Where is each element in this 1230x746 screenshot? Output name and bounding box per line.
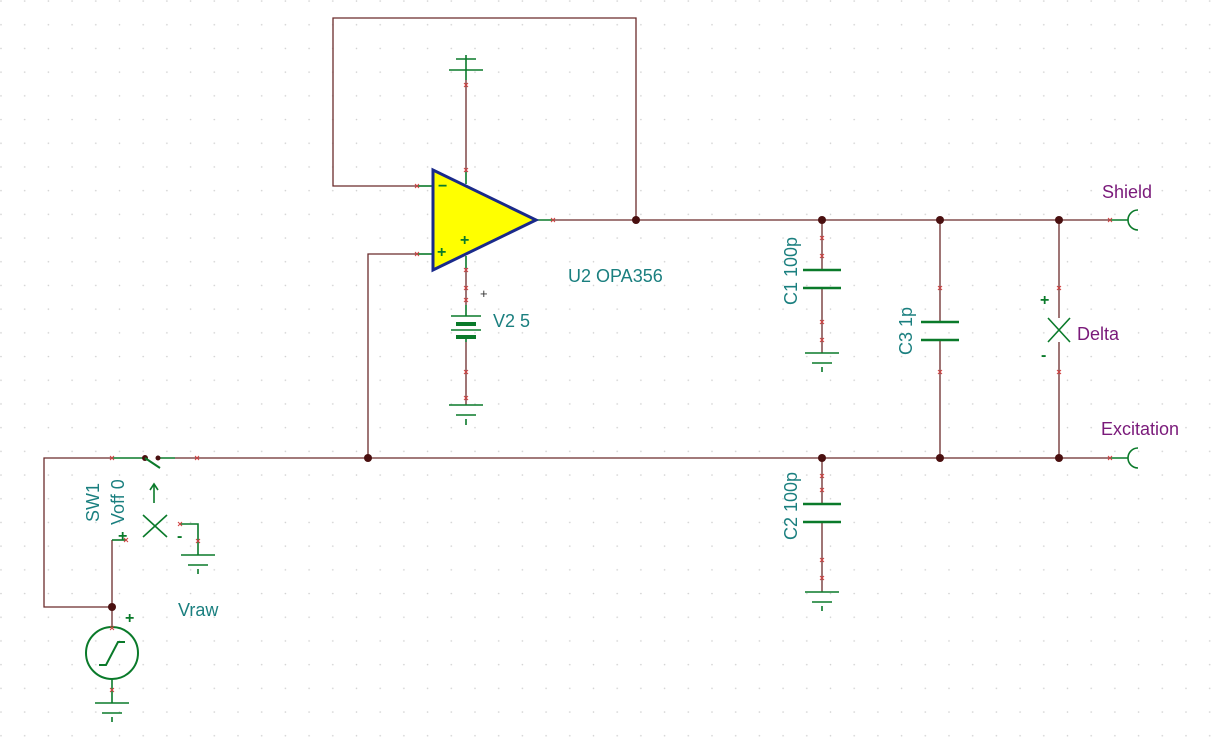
excitation-label: Excitation (1101, 419, 1179, 439)
capacitor-c1[interactable]: C1 100p (781, 237, 841, 305)
battery-v2[interactable]: + V2 5 (451, 286, 530, 342)
ground-vraw (95, 702, 129, 722)
pin-marker (819, 235, 825, 241)
pin-marker (463, 285, 469, 291)
shield-label: Shield (1102, 182, 1152, 202)
voff-plus-sign: + (118, 528, 127, 545)
pin-marker (195, 538, 201, 544)
vraw-plus-sign: + (125, 610, 134, 627)
ground-voff (181, 554, 215, 574)
junction-node (818, 216, 826, 224)
pin-marker (1107, 455, 1113, 461)
ground-battery (449, 404, 483, 425)
switch-left-wire[interactable] (43, 457, 112, 608)
pin-marker (819, 337, 825, 343)
pin-marker (109, 625, 115, 631)
pin-marker (819, 319, 825, 325)
opamp-vplus-sign: + (460, 232, 469, 249)
junction-node (1055, 454, 1063, 462)
voff-label: Voff 0 (108, 479, 128, 525)
junction-node (936, 216, 944, 224)
switch-label: SW1 (83, 483, 103, 522)
capacitor-c2[interactable]: C2 100p (781, 472, 841, 540)
battery-plus-sign: + (480, 286, 488, 301)
pin-marker (819, 575, 825, 581)
pin-marker (1056, 285, 1062, 291)
pin-marker (463, 395, 469, 401)
pin-marker (123, 537, 129, 543)
junction-node (632, 216, 640, 224)
c1-label: C1 100p (781, 237, 801, 305)
pin-marker (109, 687, 115, 693)
pin-marker (937, 369, 943, 375)
battery-label: V2 5 (493, 311, 530, 331)
source-voff[interactable]: + - Voff 0 (108, 479, 199, 555)
switch-sw1[interactable]: SW1 (83, 455, 175, 522)
voff-minus-sign: - (177, 528, 182, 545)
pin-marker (1107, 217, 1113, 223)
meter-delta[interactable]: + - Delta (1040, 292, 1120, 364)
plus-input-wire[interactable] (367, 253, 417, 458)
opamp-label: U2 OPA356 (568, 266, 663, 286)
port-shield[interactable]: Shield (1102, 182, 1152, 231)
ground-opamp-top (449, 55, 483, 80)
c3-label: C3 1p (896, 307, 916, 355)
junction-node (1055, 216, 1063, 224)
opamp-plus-sign: + (437, 244, 446, 261)
meter-label: Delta (1077, 324, 1120, 344)
pin-marker (819, 253, 825, 259)
junction-node (364, 454, 372, 462)
c2-label: C2 100p (781, 472, 801, 540)
pin-markers (109, 82, 1113, 693)
pin-marker (463, 82, 469, 88)
junction-nodes (108, 216, 1063, 611)
pin-marker (414, 183, 420, 189)
capacitor-c3[interactable]: C3 1p (896, 307, 959, 355)
pin-marker (463, 267, 469, 273)
pin-marker (463, 369, 469, 375)
meter-plus-sign: + (1040, 292, 1049, 309)
pin-marker (463, 167, 469, 173)
junction-node (936, 454, 944, 462)
ground-c2 (805, 591, 839, 611)
opamp-u2[interactable]: − + + U2 OPA356 (417, 167, 663, 286)
pin-marker (177, 521, 183, 527)
pin-marker (109, 455, 115, 461)
ground-c1 (805, 352, 839, 372)
pin-marker (819, 557, 825, 563)
pin-marker (463, 297, 469, 303)
junction-node (108, 603, 116, 611)
feedback-wire[interactable] (332, 17, 637, 220)
pin-marker (937, 285, 943, 291)
pin-marker (819, 473, 825, 479)
junction-node (818, 454, 826, 462)
opamp-minus-sign: − (438, 178, 447, 195)
vraw-label: Vraw (178, 600, 219, 620)
opamp-body[interactable] (431, 167, 540, 273)
pin-marker (819, 487, 825, 493)
port-excitation[interactable]: Excitation (1101, 419, 1179, 469)
source-vraw[interactable]: + Vraw (85, 600, 219, 703)
pin-marker (194, 455, 200, 461)
wires (43, 17, 1110, 628)
pin-marker (414, 251, 420, 257)
meter-minus-sign: - (1041, 347, 1046, 364)
pin-marker (550, 217, 556, 223)
pin-marker (1056, 369, 1062, 375)
